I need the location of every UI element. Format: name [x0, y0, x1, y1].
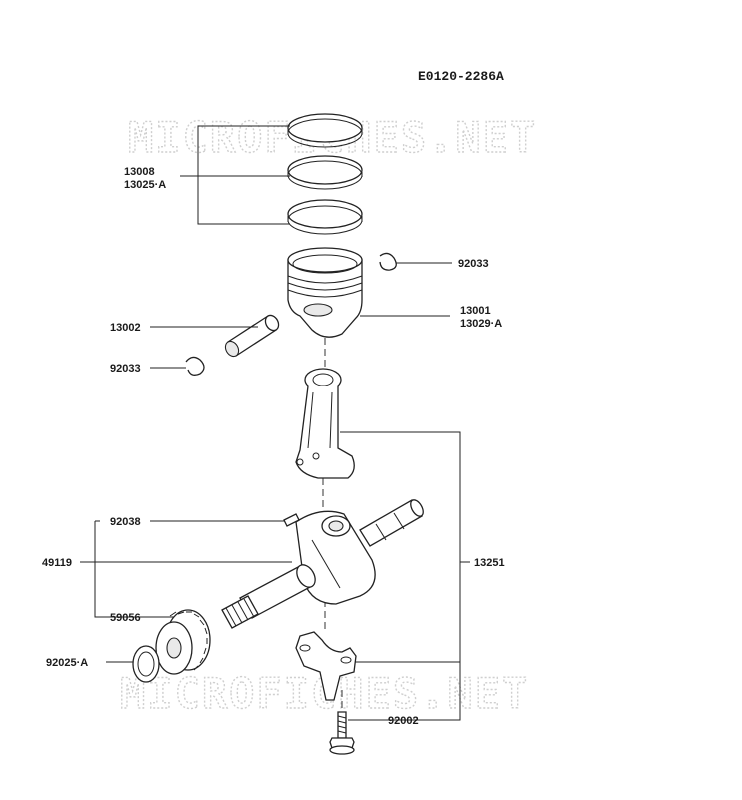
connecting-rod [295, 368, 355, 479]
label-13025-a: 13025·A [124, 179, 166, 191]
rings-leader [180, 125, 290, 225]
label-13001: 13001 [460, 305, 491, 317]
piston-pin [224, 314, 280, 358]
label-92038: 92038 [110, 516, 141, 528]
label-92025-a: 92025·A [46, 657, 88, 669]
rod-cap [295, 631, 357, 701]
piston-ring-middle [287, 155, 363, 190]
washer [132, 645, 160, 683]
label-49119: 49119 [42, 557, 72, 569]
piston [287, 247, 363, 338]
piston-ring-bottom [287, 199, 363, 235]
crankshaft-key [283, 513, 300, 527]
piston-clip-top [379, 252, 397, 271]
timing-gear [155, 609, 211, 675]
rod-bracket [340, 431, 461, 721]
rod-bolt [329, 711, 355, 755]
crank-leaders [80, 520, 292, 618]
label-92002: 92002 [388, 715, 419, 727]
label-13029-a: 13029·A [460, 318, 502, 330]
label-13251: 13251 [474, 557, 505, 569]
label-59056: 59056 [110, 612, 141, 624]
label-13002: 13002 [110, 322, 141, 334]
label-13008: 13008 [124, 166, 155, 178]
label-92033-top: 92033 [458, 258, 489, 270]
diagram-id: E0120-2286A [418, 69, 504, 84]
piston-ring-top [287, 113, 363, 148]
piston-clip-left [185, 356, 205, 376]
label-92033-left: 92033 [110, 363, 141, 375]
crankshaft [221, 499, 424, 629]
